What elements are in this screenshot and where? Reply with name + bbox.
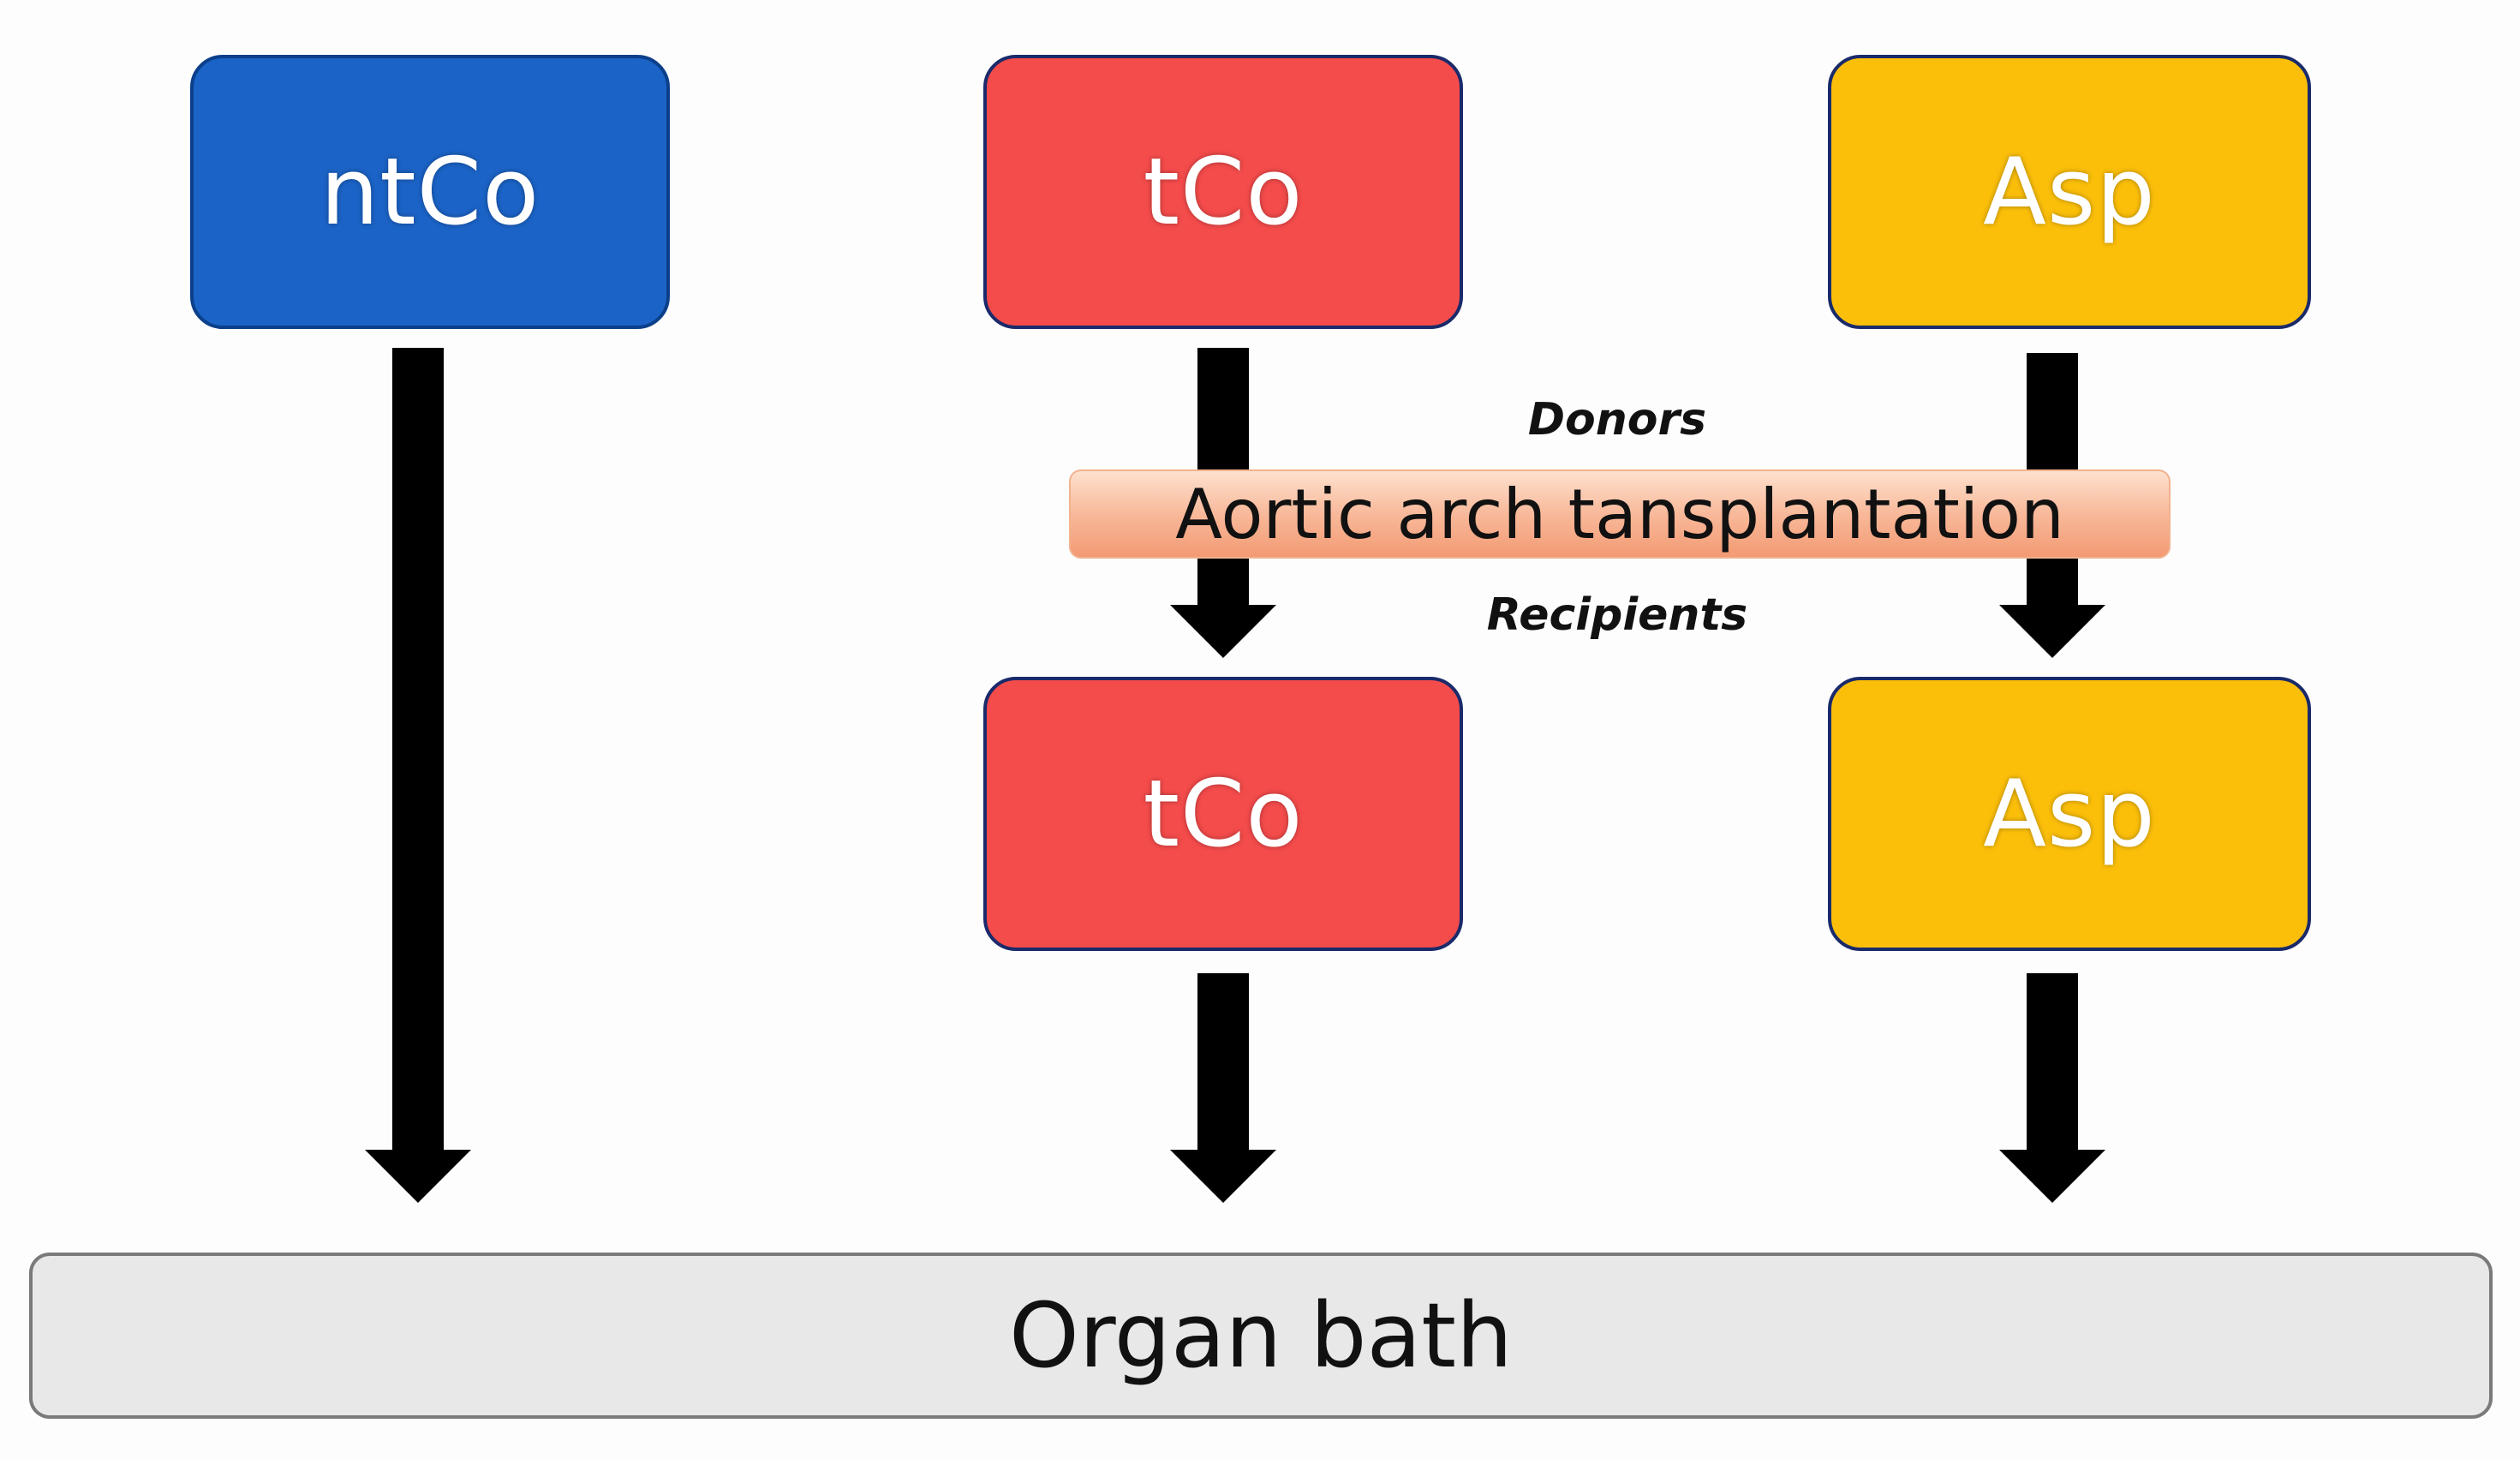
organ-bath-label: Organ bath	[1009, 1283, 1513, 1388]
tco-recipient-box: tCo	[983, 677, 1463, 951]
arrow-tco-recipient-to-bath	[1170, 973, 1276, 1203]
recipients-label: Recipients	[1486, 589, 1748, 641]
arrow-head	[1170, 1150, 1276, 1203]
arrow-head	[1170, 605, 1276, 658]
arrow-head	[1999, 605, 2105, 658]
arrow-ntco-to-bath	[365, 348, 471, 1203]
asp-donor-label: Asp	[1983, 138, 2156, 246]
asp-recipient-label: Asp	[1983, 760, 2156, 868]
arrow-shaft	[392, 348, 444, 1151]
tco-donor-box: tCo	[983, 55, 1463, 329]
ntco-label: ntCo	[319, 138, 540, 246]
arrow-head	[365, 1150, 471, 1203]
arrow-shaft	[1197, 973, 1249, 1151]
tco-recipient-label: tCo	[1143, 760, 1304, 868]
transplantation-band: Aortic arch tansplantation	[1069, 469, 2171, 559]
donors-label: Donors	[1527, 394, 1707, 445]
arrow-shaft	[2027, 973, 2078, 1151]
ntco-box: ntCo	[190, 55, 670, 329]
transplantation-label: Aortic arch tansplantation	[1175, 474, 2064, 554]
tco-donor-label: tCo	[1143, 138, 1304, 246]
organ-bath-box: Organ bath	[29, 1253, 2493, 1419]
arrow-head	[1999, 1150, 2105, 1203]
asp-donor-box: Asp	[1828, 55, 2311, 329]
arrow-asp-recipient-to-bath	[1999, 973, 2105, 1203]
asp-recipient-box: Asp	[1828, 677, 2311, 951]
